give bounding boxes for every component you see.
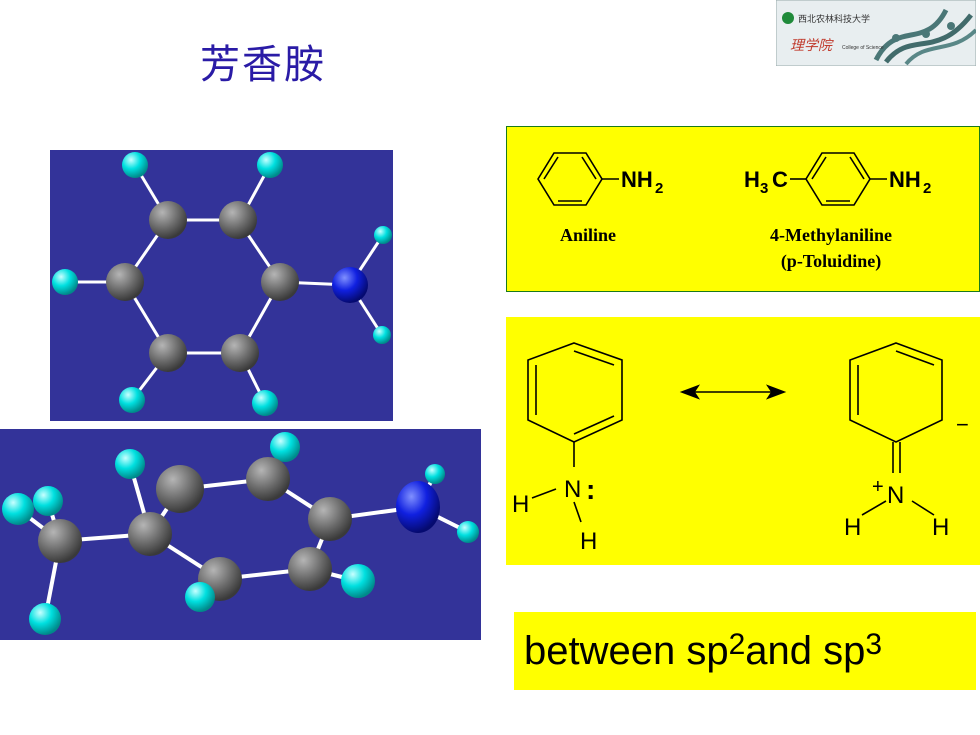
toluidine-common-name: (p-Toluidine) (781, 251, 881, 272)
toluidine-c-label: C (772, 167, 788, 192)
aniline-nh-label: NH (621, 167, 653, 192)
banner-text-2: and sp (745, 629, 866, 673)
logo-line3: College of Science (842, 45, 884, 51)
resonance-left-lone-pair: : (586, 474, 595, 505)
resonance-right-minus: − (956, 412, 969, 437)
resonance-arrow (679, 384, 787, 400)
toluidine-nh-label: NH (889, 167, 921, 192)
aniline-toluidine-structures: NH 2 H 3 C NH 2 Aniline 4-Methylaniline … (506, 126, 980, 292)
resonance-left-n: N (564, 476, 581, 503)
logo-emblem-icon (782, 12, 794, 24)
banner-superscript-1: 2 (728, 628, 746, 661)
aniline-ball-stick-model (50, 150, 393, 421)
page-title: 芳香胺 (200, 42, 326, 88)
toluidine-h-label: H (744, 167, 760, 192)
resonance-right-h2: H (932, 514, 949, 541)
resonance-right-n: N (887, 482, 904, 509)
toluidine-name: 4-Methylaniline (770, 225, 892, 245)
banner-superscript-2: 3 (865, 628, 883, 661)
resonance-left-h2: H (580, 528, 597, 555)
resonance-right-ring (849, 342, 943, 443)
logo-line1: 西北农林科技大学 (798, 13, 870, 24)
toluidine-h-subscript: 3 (760, 180, 768, 197)
university-logo: 西北农林科技大学 理学院 College of Science (776, 0, 976, 66)
aniline-resonance-structures: N : H H + N H H − (506, 317, 980, 565)
logo-strand-graphic (873, 8, 976, 66)
aniline-nh-subscript: 2 (655, 180, 663, 197)
resonance-left-h1: H (512, 491, 529, 518)
toluidine-nh-subscript: 2 (923, 180, 931, 197)
banner-text-1: between sp (524, 629, 729, 673)
resonance-right-plus: + (872, 476, 884, 498)
toluidine-ball-stick-model (0, 429, 481, 640)
resonance-right-h1: H (844, 514, 861, 541)
hybridization-banner: between sp2and sp3 (514, 612, 976, 690)
aniline-name: Aniline (560, 225, 616, 245)
logo-line2: 理学院 (790, 37, 834, 53)
